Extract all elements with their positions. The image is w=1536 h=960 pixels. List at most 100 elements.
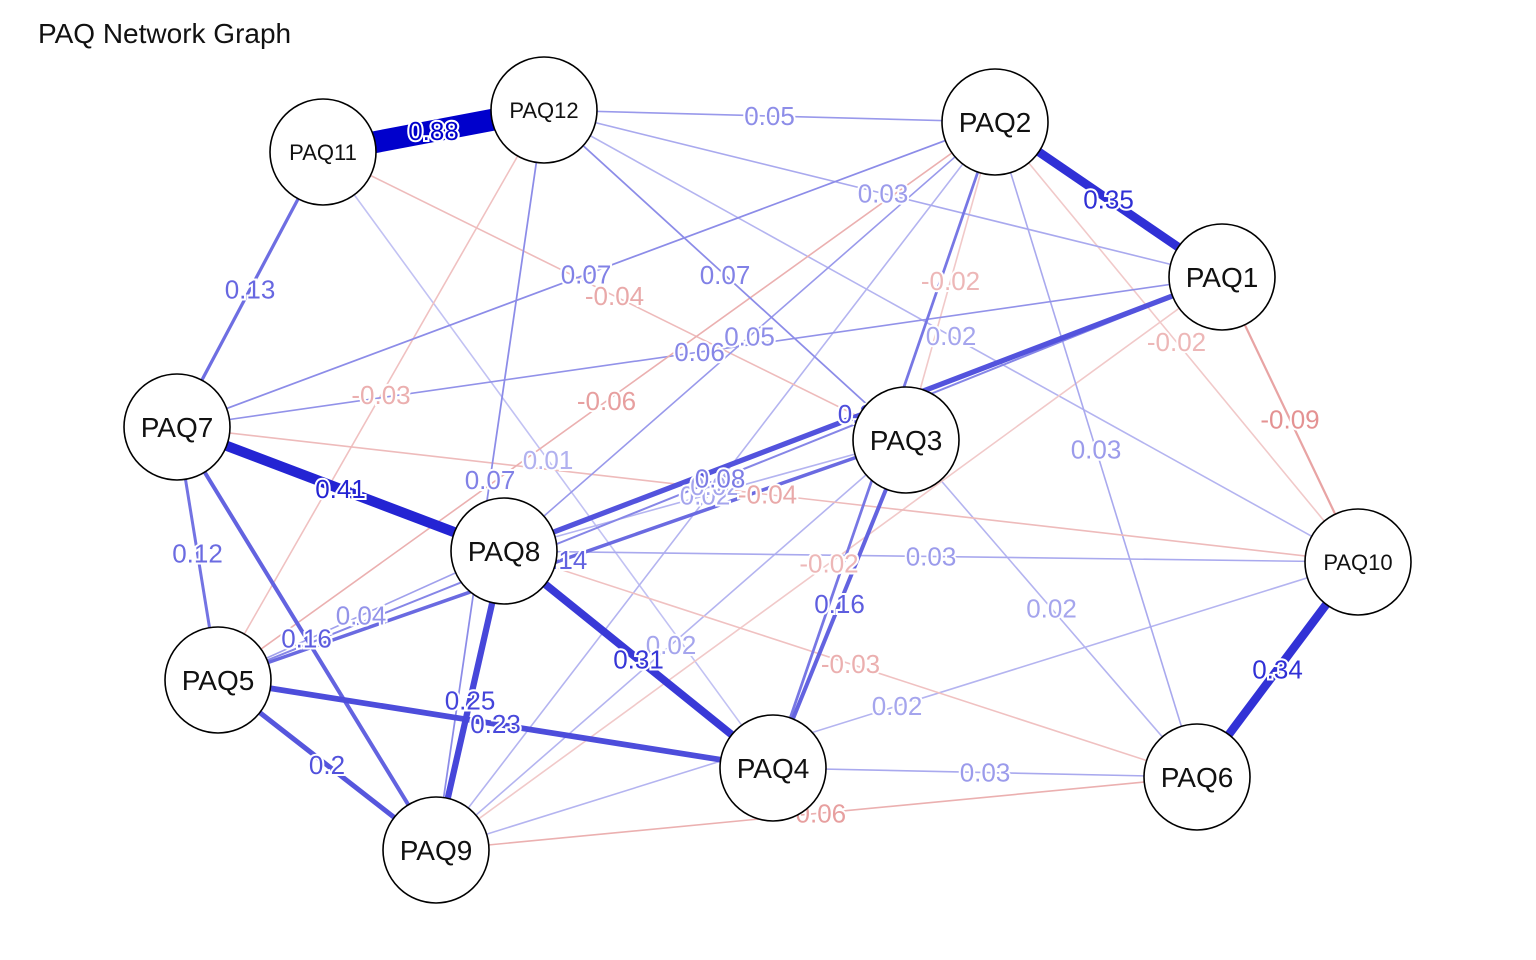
edge-paq7-paq8 (175, 422, 506, 556)
edge-label-paq7-paq8: 0.41 (315, 474, 366, 504)
node-circle (164, 626, 272, 734)
edge-paq12-paq10 (543, 109, 1359, 563)
edge-label-paq1-paq5: 0.08 (695, 464, 746, 494)
edge-label-paq3-paq4: 0.16 (814, 589, 865, 619)
edge-label-paq11-paq3: -0.04 (585, 281, 644, 311)
edge-paq12-paq3 (543, 109, 907, 441)
edge-label-paq2-paq1: 0.35 (1083, 185, 1134, 215)
edge-paq3-paq9 (435, 439, 907, 851)
node-label: PAQ6 (1161, 762, 1234, 793)
node-circle (490, 56, 598, 164)
node-paq11[interactable]: PAQ11 (269, 98, 377, 206)
edge-label-paq11-paq7: 0.13 (225, 275, 276, 305)
edge-label-paq8-paq6: -0.03 (821, 649, 880, 679)
node-label: PAQ1 (1186, 262, 1259, 293)
edge-paq3-paq5 (217, 438, 907, 682)
node-paq10[interactable]: PAQ10 (1304, 508, 1412, 616)
node-label: PAQ2 (959, 107, 1032, 138)
node-paq7[interactable]: PAQ7 (123, 373, 231, 481)
edge-paq8-paq3 (503, 439, 907, 552)
node-circle (1304, 508, 1412, 616)
node-label: PAQ9 (400, 835, 473, 866)
edge-label-paq12-paq9: 0.07 (465, 465, 516, 495)
edge-paq9-paq10 (435, 561, 1359, 851)
edge-paq7-paq10 (176, 426, 1359, 563)
edge-label-paq2-paq9: 0.02 (690, 471, 741, 501)
edge-label-paq8-paq4: 0.31 (613, 645, 664, 675)
edge-paq1-paq7 (176, 276, 1223, 428)
edge-label-paq3-paq9: 0.02 (646, 630, 697, 660)
edge-label-paq12-paq3: 0.07 (700, 260, 751, 290)
node-label: PAQ7 (141, 412, 214, 443)
node-circle (450, 497, 558, 605)
node-paq1[interactable]: PAQ1 (1168, 223, 1276, 331)
node-label: PAQ8 (468, 536, 541, 567)
edge-paq8-paq6 (503, 550, 1198, 778)
node-paq8[interactable]: PAQ8 (450, 497, 558, 605)
edge-paq12-paq1 (543, 109, 1223, 278)
edge-paq7-paq9 (175, 425, 438, 852)
edge-paq3-paq4 (771, 439, 908, 769)
edge-label-paq1-paq7: 0.06 (674, 337, 725, 367)
edge-paq12-paq2 (543, 109, 996, 123)
edge-label-paq8-paq9: 0.25 (445, 686, 496, 716)
edge-paq11-paq3 (322, 151, 907, 441)
edge-label-paq12-paq10: 0.02 (926, 321, 977, 351)
edge-paq2-paq10 (994, 121, 1359, 563)
node-label: PAQ11 (289, 140, 357, 165)
edge-paq8-paq4 (501, 547, 776, 772)
node-circle (1168, 223, 1276, 331)
edge-paq11-paq4 (322, 151, 774, 769)
edge-label-paq7-paq5: 0.12 (172, 539, 223, 569)
edge-paq2-paq6 (994, 121, 1198, 778)
edge-paq4-paq6 (772, 767, 1198, 778)
edge-paq1-paq9 (435, 276, 1223, 851)
edge-label-paq2-paq6: 0.03 (1071, 435, 1122, 465)
node-circle (941, 68, 1049, 176)
edge-label-paq8-paq5: 0.04 (336, 601, 387, 631)
node-circle (382, 796, 490, 904)
edge-label-paq8-paq3: 0.02 (680, 481, 731, 511)
edge-label-paq2-paq10: -0.02 (1147, 327, 1206, 357)
edge-paq2-paq7 (176, 121, 996, 428)
edge-label-paq7-paq10: -0.04 (738, 480, 797, 510)
edge-label-paq1-paq9: -0.02 (799, 549, 858, 579)
edge-paq9-paq6 (435, 776, 1198, 851)
edge-paq3-paq6 (905, 439, 1198, 778)
edge-paq5-paq4 (217, 677, 774, 771)
edge-label-paq2-paq5: -0.06 (577, 386, 636, 416)
edge-label-paq1-paq10: -0.09 (1260, 405, 1319, 435)
edge-paq8-paq10 (503, 550, 1359, 563)
node-paq3[interactable]: PAQ3 (852, 386, 960, 494)
node-paq5[interactable]: PAQ5 (164, 626, 272, 734)
node-paq2[interactable]: PAQ2 (941, 68, 1049, 176)
edge-label-paq12-paq1: 0.03 (858, 179, 909, 209)
edge-label-paq2-paq8: 0.05 (724, 322, 775, 352)
node-circle (852, 386, 960, 494)
edge-label-paq7-paq9: 0.16 (281, 624, 332, 654)
edge-paq12-paq9 (435, 109, 545, 851)
edge-label-paq10-paq6: 0.34 (1252, 655, 1303, 685)
edge-label-paq12-paq2: 0.05 (744, 101, 795, 131)
node-paq12[interactable]: PAQ12 (490, 56, 598, 164)
node-paq9[interactable]: PAQ9 (382, 796, 490, 904)
node-circle (269, 98, 377, 206)
node-circle (123, 373, 231, 481)
node-circle (719, 714, 827, 822)
node-paq4[interactable]: PAQ4 (719, 714, 827, 822)
edge-label-paq11-paq4: 0.01 (523, 445, 574, 475)
node-paq6[interactable]: PAQ6 (1143, 723, 1251, 831)
node-label: PAQ10 (1323, 550, 1392, 575)
edge-label-paq4-paq6: 0.03 (960, 758, 1011, 788)
chart-title: PAQ Network Graph (38, 18, 292, 49)
edge-labels-layer: 0.010.020.020.020.020.020.02-0.02-0.02-0… (170, 99, 1321, 831)
node-circle (1143, 723, 1251, 831)
edge-label-paq3-paq6: 0.02 (1026, 594, 1077, 624)
node-label: PAQ12 (509, 98, 578, 123)
edge-label-paq5-paq4: 0.23 (470, 709, 521, 739)
node-label: PAQ4 (737, 753, 810, 784)
edge-label-paq5-paq9: 0.2 (309, 750, 345, 780)
edge-label-paq11-paq12: 0.88 (408, 116, 459, 146)
